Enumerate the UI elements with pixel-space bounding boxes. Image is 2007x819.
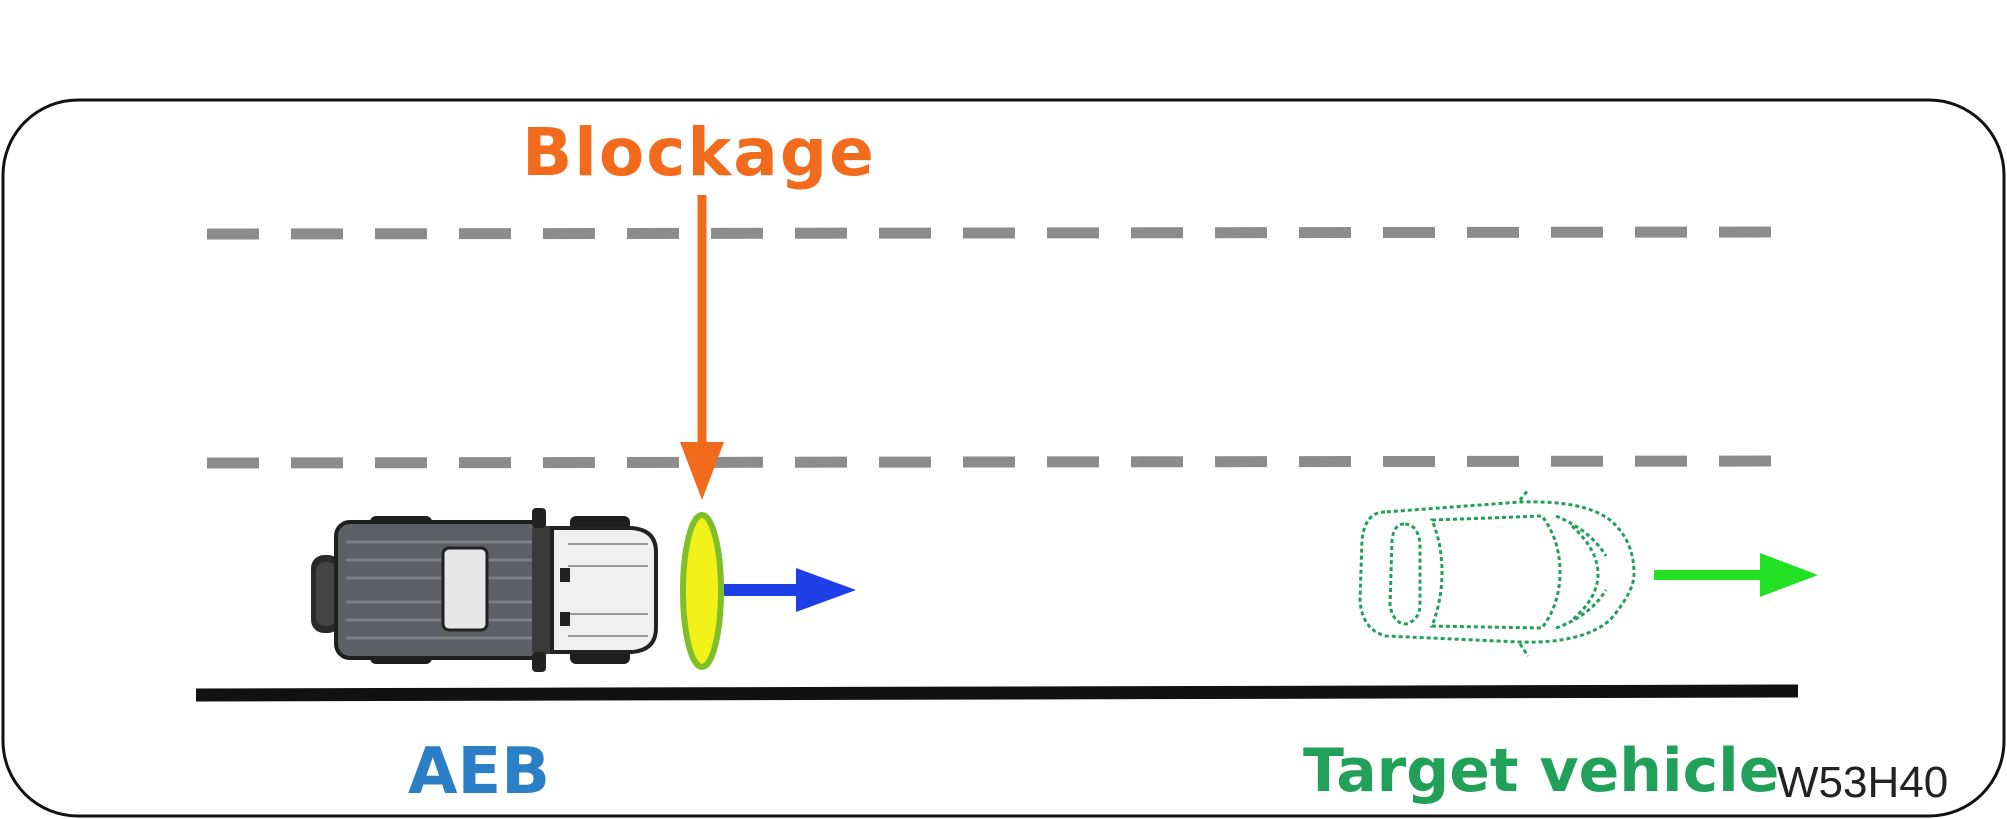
figure-code: W53H40 bbox=[1777, 758, 1948, 807]
lane-divider-top bbox=[206, 226, 1783, 240]
target-direction-arrow-head bbox=[1760, 553, 1818, 597]
blockage-arrow-head bbox=[680, 442, 724, 500]
diagram-frame bbox=[1, 98, 2006, 818]
aeb-direction-arrow-head bbox=[796, 568, 856, 612]
road-edge-line bbox=[195, 684, 1799, 702]
sensor-blockage-ellipse bbox=[680, 512, 724, 670]
lane-divider-bottom bbox=[206, 455, 1783, 469]
aeb-label: AEB bbox=[408, 735, 550, 809]
jeep-top-view-icon bbox=[311, 508, 658, 672]
blockage-label: Blockage bbox=[522, 114, 876, 191]
target-vehicle-label: Target vehicle bbox=[1303, 736, 1779, 806]
dotted-car-outline-icon bbox=[1358, 489, 1636, 657]
